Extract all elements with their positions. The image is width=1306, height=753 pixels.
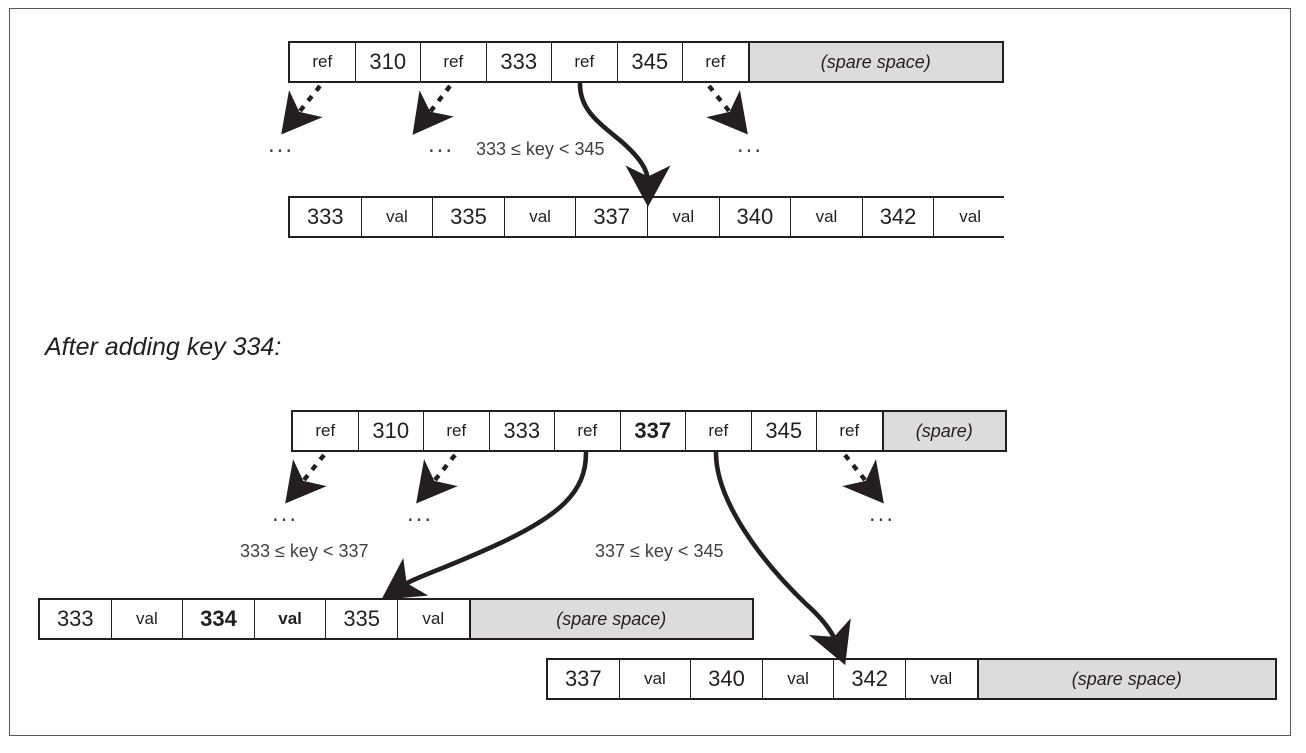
after-ellipsis-2: ...	[407, 500, 434, 527]
before-ellipsis-1: ...	[268, 131, 295, 158]
key-cell: 340	[719, 198, 792, 236]
key-cell: 337	[548, 660, 620, 698]
ref-pointer-cell: ref	[683, 43, 749, 81]
spare-space-cell: (spare space)	[977, 660, 1275, 698]
key-cell: 310	[355, 43, 421, 81]
ref-pointer-cell: ref	[424, 412, 490, 450]
key-cell: 335	[326, 600, 398, 638]
before-range-label: 333 ≤ key < 345	[476, 139, 605, 159]
ref-pointer-cell: ref	[686, 412, 752, 450]
value-cell: val	[791, 198, 863, 236]
value-cell: val	[504, 198, 577, 236]
value-cell: val	[254, 600, 327, 638]
ref-pointer-cell: ref	[555, 412, 621, 450]
after-ellipsis-1: ...	[272, 500, 299, 527]
spare-space-cell: (spare)	[882, 412, 1005, 450]
key-cell: 333	[40, 600, 112, 638]
value-cell: val	[647, 198, 720, 236]
ref-pointer-cell: ref	[552, 43, 618, 81]
value-cell: val	[905, 660, 978, 698]
key-cell: 340	[691, 660, 763, 698]
after-ellipsis-3: ...	[869, 500, 896, 527]
ref-pointer-cell: ref	[421, 43, 487, 81]
key-cell: 333	[489, 412, 555, 450]
key-cell: 345	[751, 412, 817, 450]
before-ellipsis-2: ...	[428, 131, 455, 158]
key-cell: 337	[576, 198, 648, 236]
key-cell: 337	[620, 412, 686, 450]
key-cell: 334	[183, 600, 255, 638]
before-ellipsis-3: ...	[737, 131, 764, 158]
value-cell: val	[397, 600, 470, 638]
key-cell: 335	[433, 198, 505, 236]
key-cell: 310	[358, 412, 424, 450]
key-cell: 342	[834, 660, 906, 698]
after-caption: After adding key 334:	[45, 333, 282, 361]
after-range-label-right: 337 ≤ key < 345	[595, 541, 724, 561]
key-cell: 333	[486, 43, 552, 81]
key-cell: 333	[290, 198, 362, 236]
key-cell: 345	[617, 43, 683, 81]
value-cell: val	[619, 660, 692, 698]
ref-pointer-cell: ref	[293, 412, 359, 450]
after-range-label-left: 333 ≤ key < 337	[240, 541, 369, 561]
spare-space-cell: (spare space)	[748, 43, 1002, 81]
value-cell: val	[762, 660, 835, 698]
ref-pointer-cell: ref	[290, 43, 356, 81]
value-cell: val	[361, 198, 434, 236]
value-cell: val	[934, 198, 1006, 236]
ref-pointer-cell: ref	[817, 412, 883, 450]
value-cell: val	[111, 600, 184, 638]
spare-space-cell: (spare space)	[469, 600, 752, 638]
key-cell: 342	[862, 198, 935, 236]
